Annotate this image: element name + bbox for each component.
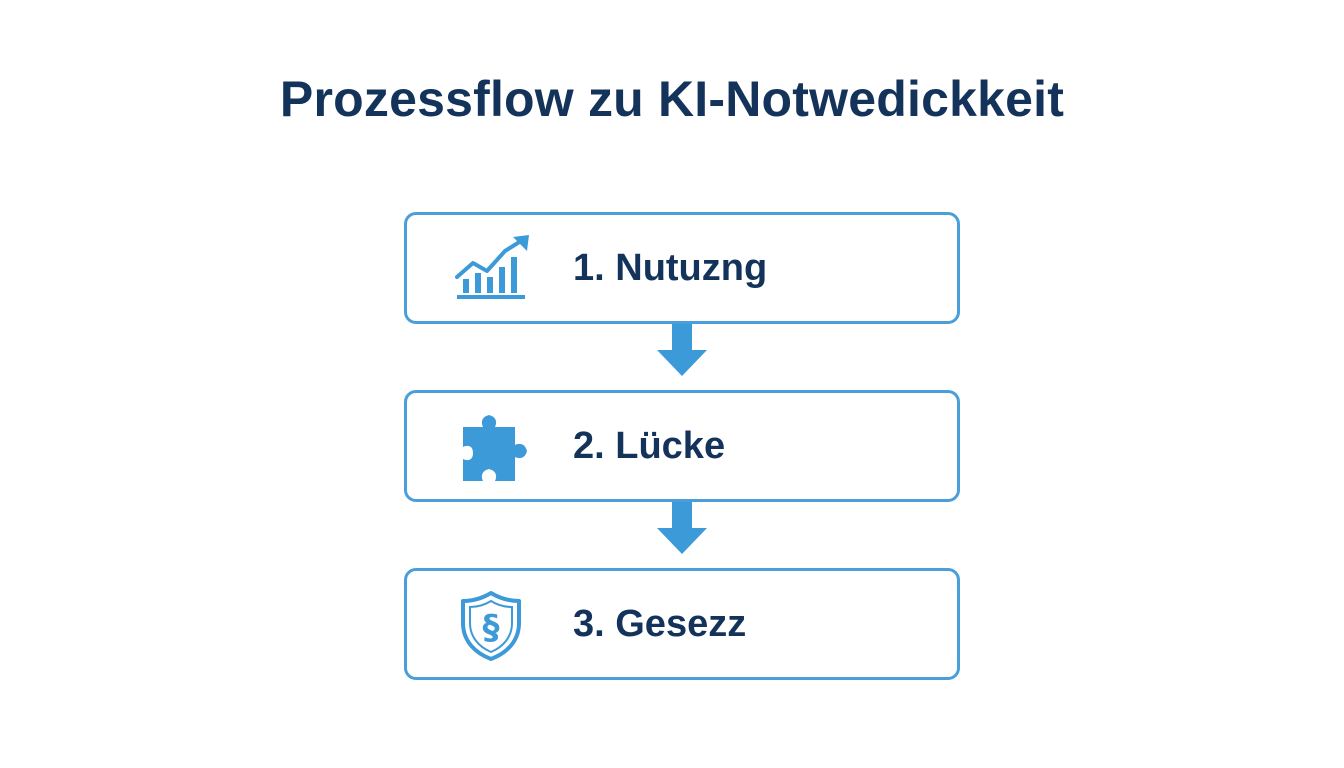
shield-paragraph-icon: § [461,591,521,661]
arrow-down-icon [657,502,707,554]
step-box-usage: 1. Nutuzng [404,212,960,324]
step-label-usage: 1. Nutuzng [573,247,768,289]
diagram-title: Prozessflow zu KI-Notwedickkeit [279,71,1065,127]
puzzle-piece-icon [463,415,527,481]
arrow-down-icon [657,324,707,376]
step-label-gap: 2. Lücke [573,425,726,467]
step-box-law: § 3. Gesezz [404,568,960,680]
step-label-law: 3. Gesezz [573,603,747,645]
step-box-gap: 2. Lücke [404,390,960,502]
svg-text:§: § [483,608,500,648]
growth-chart-icon [455,235,529,299]
